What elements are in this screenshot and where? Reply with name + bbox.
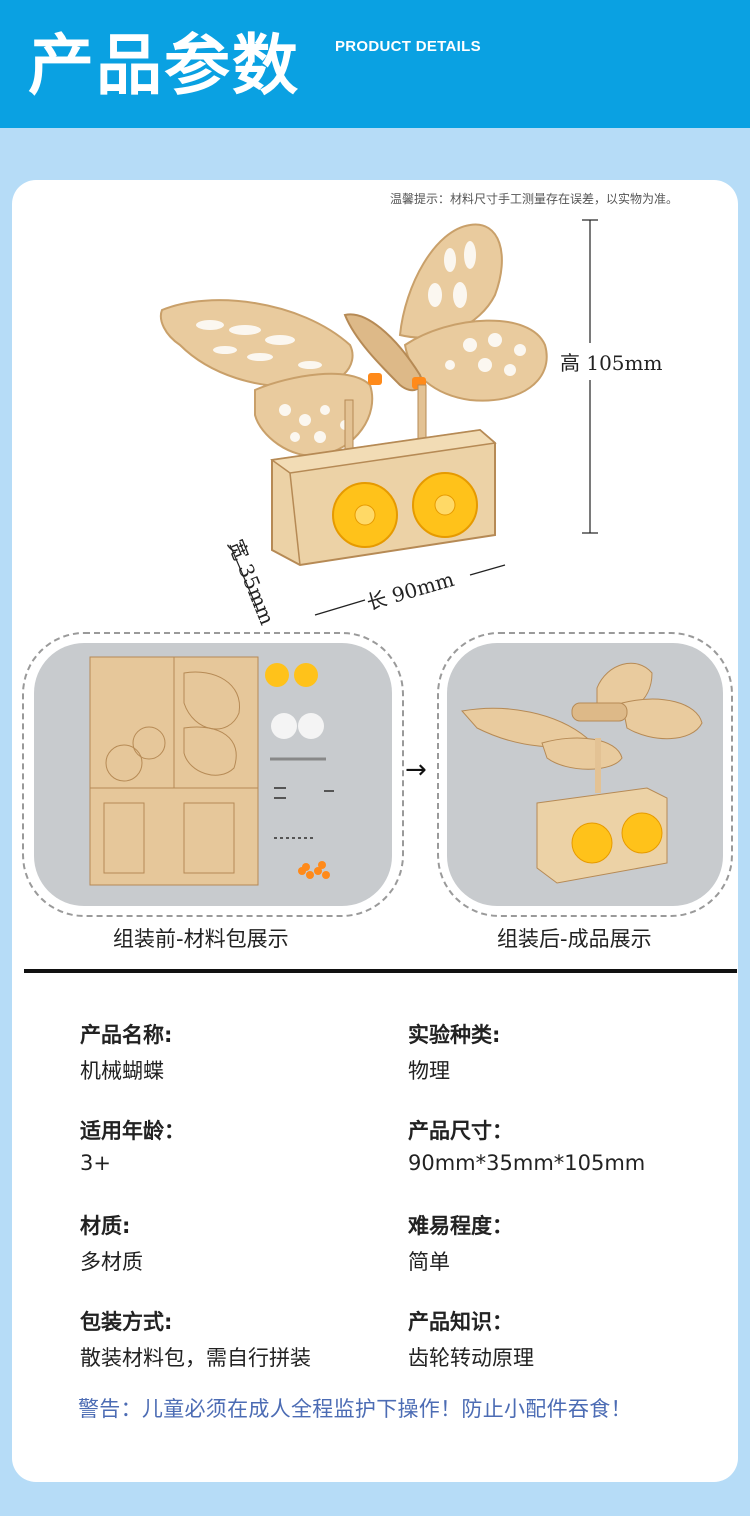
spec-value-type: 物理 [408,1059,450,1083]
spec-label-size: 产品尺寸： [408,1119,513,1143]
before-caption: 组装前-材料包展示 [113,927,289,951]
arrow-icon: → [405,755,427,785]
spec-label-age: 适用年龄： [80,1119,185,1143]
spec-value-name: 机械蝴蝶 [80,1059,164,1083]
spec-label-material: 材质: [80,1214,131,1238]
page-title: 产品参数 [28,27,300,104]
spec-label-packaging: 包装方式: [80,1310,173,1334]
section-divider [24,969,737,973]
page-subtitle: PRODUCT DETAILS [335,38,481,55]
spec-value-size: 90mm*35mm*105mm [408,1151,646,1175]
spec-label-difficulty: 难易程度： [408,1214,513,1238]
left-wing-image [160,299,374,457]
spec-value-age: 3+ [80,1151,111,1175]
materials-kit-photo [34,643,392,906]
spec-value-knowledge: 齿轮转动原理 [408,1346,534,1370]
product-figure: 高 105mm 长 90mm 宽 35mm [150,215,680,628]
assembled-product-photo [447,643,723,906]
spec-value-packaging: 散装材料包，需自行拼装 [80,1346,311,1370]
after-caption: 组装后-成品展示 [497,927,652,951]
butterfly-toy-illustration [160,219,598,616]
height-dimension-label: 高 105mm [560,343,663,380]
safety-warning: 警告：儿童必须在成人全程监护下操作！防止小配件吞食！ [78,1397,632,1421]
spec-label-knowledge: 产品知识： [408,1310,513,1334]
spec-label-type: 实验种类: [408,1023,501,1047]
measurement-tip: 温馨提示：材料尺寸手工测量存在误差，以实物为准。 [390,192,679,206]
spec-label-name: 产品名称: [80,1023,173,1047]
header-banner: 产品参数 PRODUCT DETAILS [0,0,750,128]
spec-value-difficulty: 简单 [408,1250,450,1274]
spec-value-material: 多材质 [80,1250,143,1274]
